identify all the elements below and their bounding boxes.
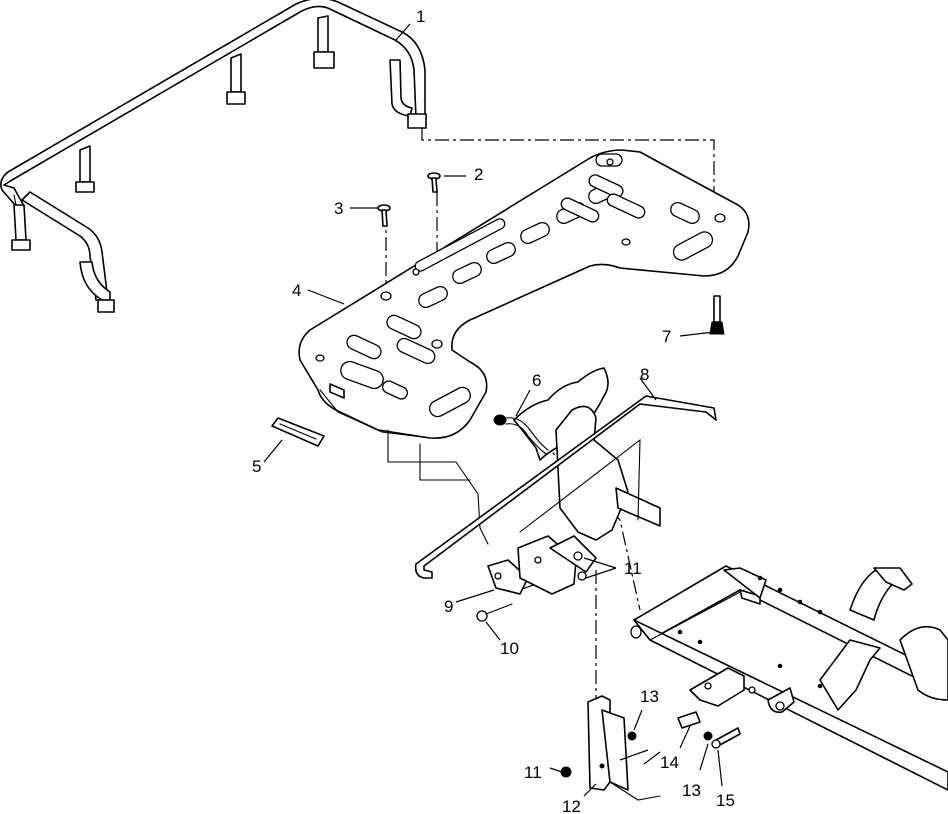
rack-support-bracket	[387, 429, 489, 545]
wire-6	[493, 414, 549, 455]
nut-11-pair	[573, 551, 587, 581]
callout-4: 4	[292, 281, 301, 300]
bolt-15	[711, 727, 741, 749]
bushing-14	[677, 711, 701, 729]
callout-12: 12	[562, 797, 581, 814]
callout-7: 7	[662, 327, 671, 346]
screw-3	[377, 204, 391, 227]
rod-8	[414, 395, 717, 579]
callout-13a: 13	[640, 687, 659, 706]
callout-6: 6	[532, 371, 541, 390]
nut-13	[627, 731, 713, 741]
bracket-9	[487, 535, 597, 595]
bolt-10	[476, 603, 513, 622]
callout-9: 9	[444, 597, 453, 616]
frame	[630, 565, 948, 791]
callout-13b: 13	[682, 781, 701, 800]
callout-11a: 11	[624, 559, 642, 578]
callout-14: 14	[660, 753, 679, 772]
callout-labels: 1 2 3 4 5 6 7 8 9 10 11 11 12 13 13 14 1…	[252, 7, 735, 814]
callout-11b: 11	[524, 763, 542, 782]
rear-rack-rail	[0, 0, 427, 313]
leader-lines	[263, 23, 723, 797]
callout-2: 2	[474, 165, 483, 184]
callout-15: 15	[716, 791, 735, 810]
reflector	[271, 417, 325, 447]
nut-11-single	[560, 766, 572, 778]
callout-10: 10	[500, 639, 519, 658]
callout-1: 1	[416, 7, 425, 26]
callout-3: 3	[334, 199, 343, 218]
rack-plate	[298, 149, 750, 439]
screw-2	[427, 172, 441, 193]
bolt-7	[709, 295, 725, 335]
mounting-post-12	[587, 695, 661, 801]
callout-8: 8	[640, 365, 649, 384]
callout-5: 5	[252, 457, 261, 476]
